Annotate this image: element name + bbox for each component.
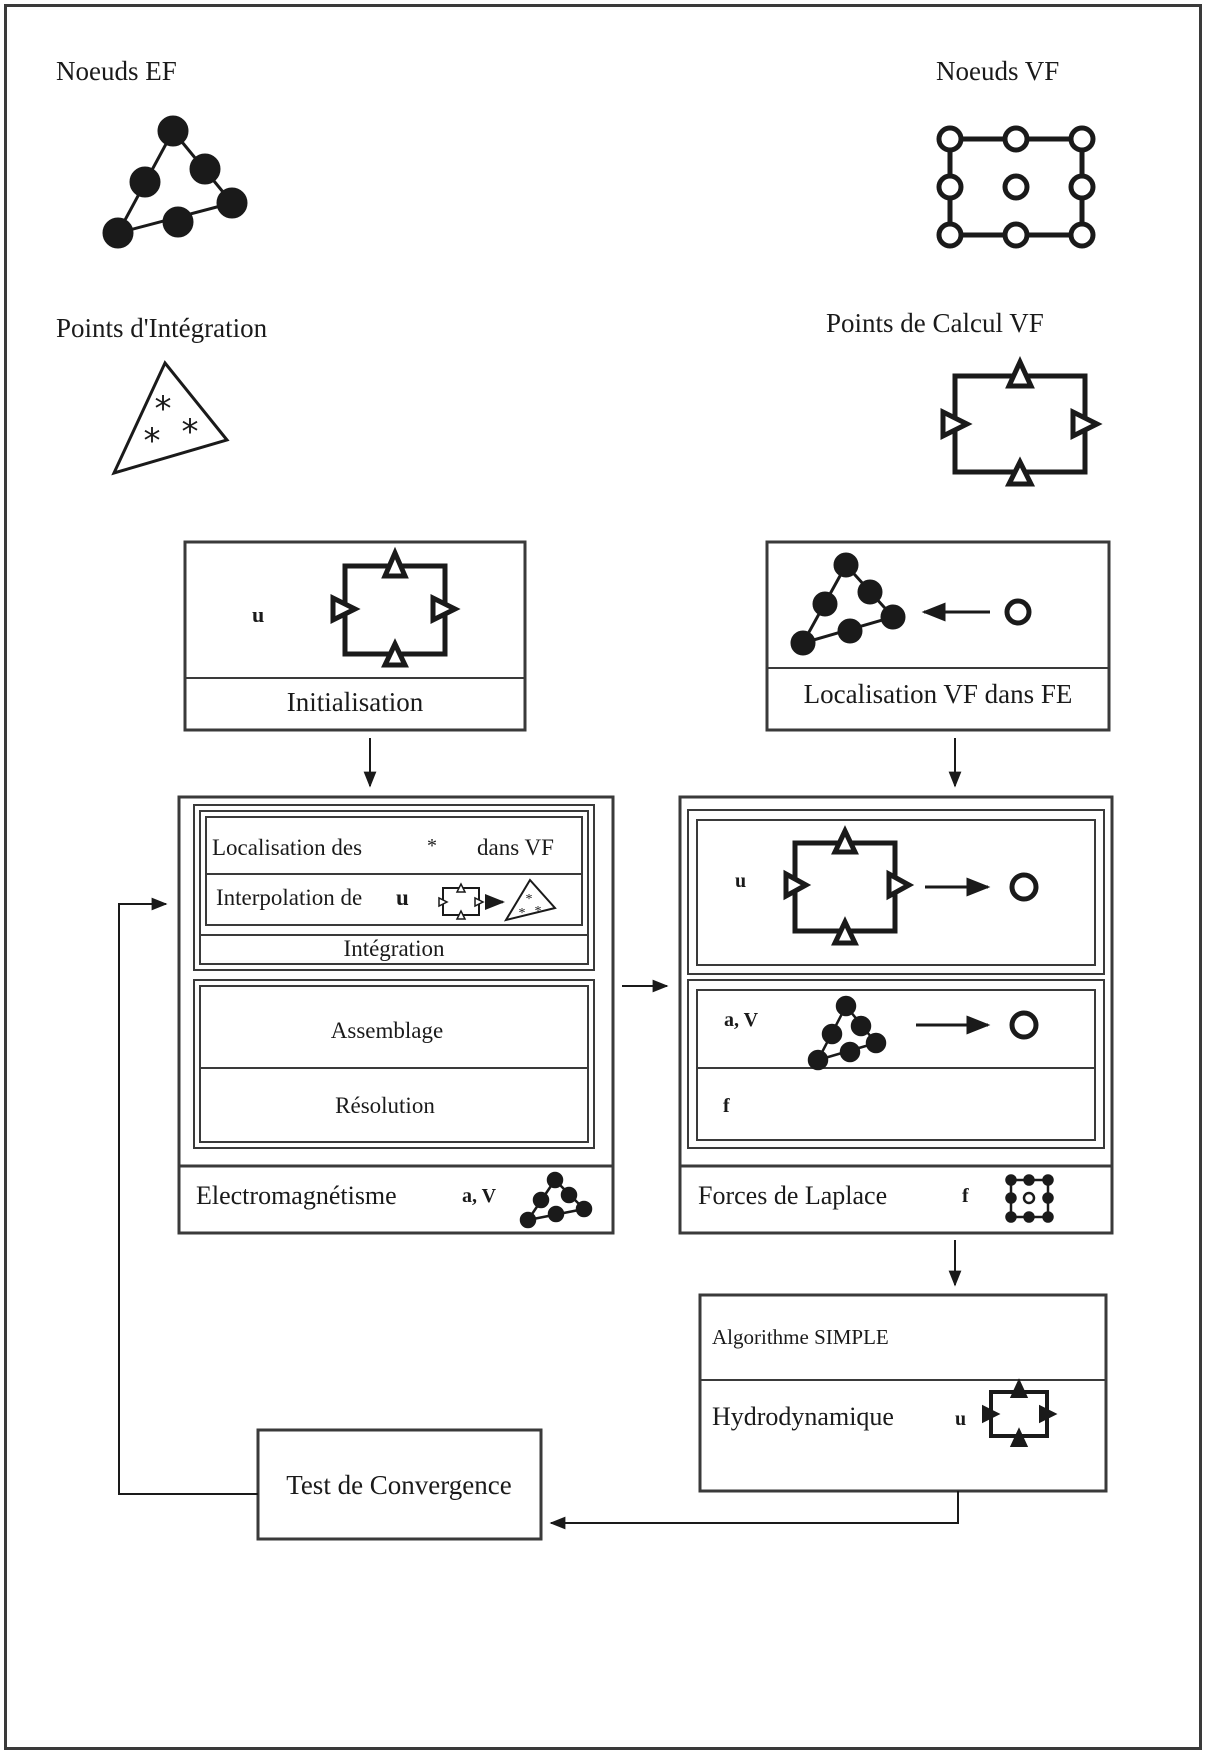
svg-text:*: * <box>519 906 526 921</box>
fv-node-icon <box>1009 1010 1039 1040</box>
integration-triangle-icon: * * * <box>111 360 230 476</box>
electromagnetisme-block: Localisation des * dans VF Interpolation… <box>177 795 615 1235</box>
em-vars: a, V <box>462 1185 497 1207</box>
fv-node-icon <box>1004 598 1032 626</box>
legend-fv-nodes-label: Noeuds VF <box>936 56 1059 86</box>
legend-fe-nodes-label: Noeuds EF <box>56 56 177 86</box>
page-frame <box>4 4 1202 1750</box>
hydrodynamique-block: Algorithme SIMPLE Hydrodynamique u <box>698 1293 1108 1493</box>
init-var-label: u <box>252 602 264 627</box>
dans-vf-label: dans VF <box>477 835 554 860</box>
arrow-return-icon <box>549 1491 959 1530</box>
fe-triangle-icon <box>519 1171 593 1229</box>
svg-text:*: * <box>155 389 172 429</box>
hydro-u-var: u <box>955 1408 966 1430</box>
arrow-loop-icon <box>118 897 258 1495</box>
fe-triangle-icon <box>102 115 248 249</box>
laplace-av-vars: a, V <box>724 1009 759 1031</box>
localisation-title: Localisation VF dans FE <box>804 679 1073 709</box>
forces-de-laplace-block: u a, V f Forces de Laplace <box>678 795 1114 1235</box>
fv-node-icon <box>1009 872 1039 902</box>
initialisation-block: u Initialisation <box>183 540 527 732</box>
laplace-f-var: f <box>723 1095 730 1117</box>
hydrodynamique-title: Hydrodynamique <box>712 1402 894 1431</box>
svg-text:*: * <box>535 904 542 919</box>
interpolation-icon: * * * <box>438 878 557 922</box>
fv-cell-icon <box>783 825 915 946</box>
electromagnetisme-title: Electromagnétisme <box>196 1181 397 1210</box>
integration-title: Intégration <box>344 936 445 961</box>
algorithm-label: Algorithme SIMPLE <box>712 1325 889 1349</box>
laplace-u-var: u <box>735 870 746 892</box>
fe-triangle-icon <box>790 552 906 656</box>
interpolation-var: u <box>396 885 409 910</box>
laplace-f-title-var: f <box>962 1185 969 1207</box>
star-symbol: * <box>427 835 437 857</box>
legend-integration-label: Points d'Intégration <box>56 313 268 343</box>
fe-triangle-icon <box>807 995 887 1071</box>
fv-cell-icon <box>940 355 1103 487</box>
forces-de-laplace-title: Forces de Laplace <box>698 1181 887 1210</box>
fv-grid-icon <box>936 125 1096 249</box>
legend-fv-points-label: Points de Calcul VF <box>826 308 1044 338</box>
resolution-label: Résolution <box>335 1093 435 1118</box>
svg-text:*: * <box>526 892 533 907</box>
svg-text:*: * <box>144 421 161 461</box>
fv-cell-icon <box>982 1378 1058 1447</box>
initialisation-title: Initialisation <box>287 687 424 717</box>
convergence-block: Test de Convergence <box>256 1428 543 1541</box>
fv-cell-icon <box>330 546 461 668</box>
convergence-title: Test de Convergence <box>286 1470 512 1500</box>
localisation-block: Localisation VF dans FE <box>765 540 1111 732</box>
svg-text:*: * <box>182 412 199 452</box>
assemblage-label: Assemblage <box>331 1018 443 1043</box>
interpolation-label: Interpolation de <box>216 885 362 910</box>
fv-grid-icon <box>1005 1174 1054 1223</box>
localisation-des-label: Localisation des <box>212 835 362 860</box>
